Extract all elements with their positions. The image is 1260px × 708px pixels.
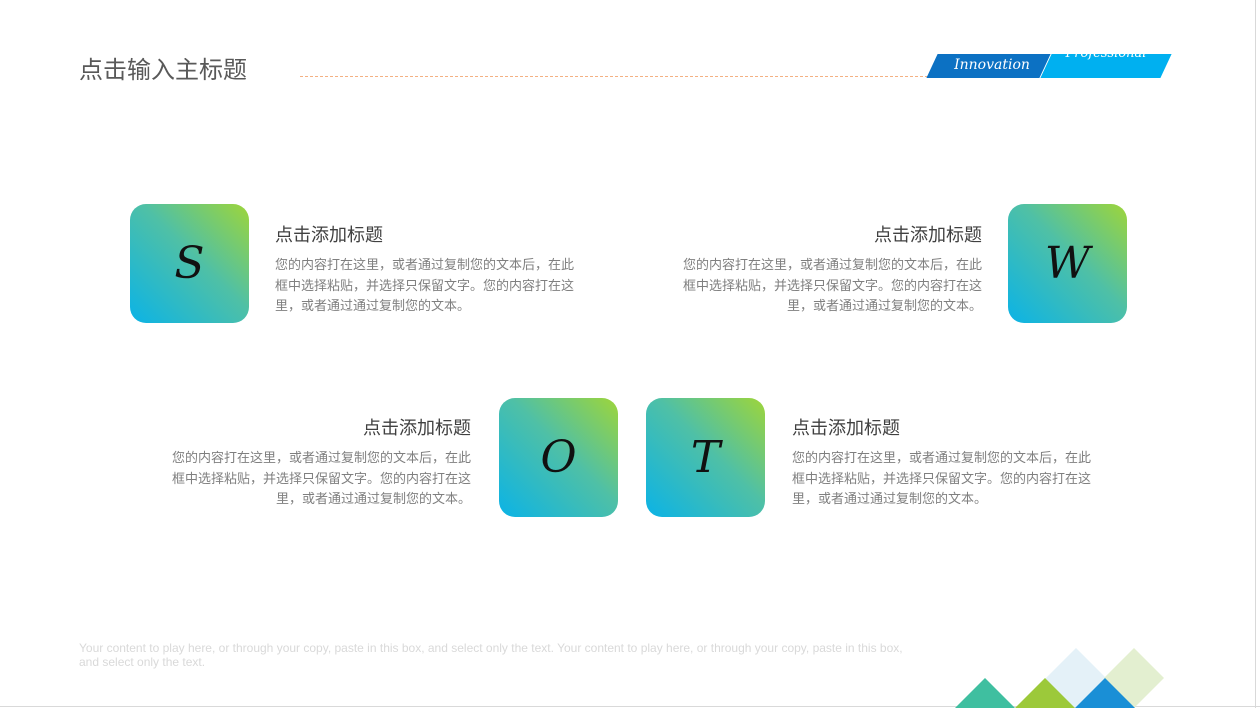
deco-triangle-blue bbox=[1075, 678, 1135, 708]
deco-triangle-teal bbox=[955, 678, 1015, 708]
swot-heading-s: 点击添加标题 bbox=[275, 225, 383, 246]
swot-body-s: 您的内容打在这里，或者通过复制您的文本后，在此框中选择粘贴，并选择只保留文字。您… bbox=[275, 258, 575, 314]
slide-bottom-border bbox=[0, 706, 1260, 707]
triangle-decoration bbox=[955, 648, 1164, 708]
swot-letter-w: W bbox=[1044, 238, 1091, 289]
swot-card-o[interactable]: O bbox=[499, 398, 618, 517]
swot-card-s[interactable]: S bbox=[130, 204, 249, 323]
swot-body-t: 您的内容打在这里，或者通过复制您的文本后，在此框中选择粘贴，并选择只保留文字。您… bbox=[792, 451, 1092, 507]
title-divider bbox=[300, 76, 928, 77]
swot-text-t[interactable]: 点击添加标题 您的内容打在这里，或者通过复制您的文本后，在此框中选择粘贴，并选择… bbox=[792, 414, 1102, 511]
page-title[interactable]: 点击输入主标题 bbox=[79, 56, 247, 84]
swot-heading-o: 点击添加标题 bbox=[363, 418, 471, 439]
swot-card-w[interactable]: W bbox=[1008, 204, 1127, 323]
swot-body-w: 您的内容打在这里，或者通过复制您的文本后，在此框中选择粘贴，并选择只保留文字。您… bbox=[682, 258, 982, 314]
swot-letter-t: T bbox=[690, 432, 721, 483]
swot-letter-o: O bbox=[540, 432, 577, 483]
tag-innovation: Innovation bbox=[954, 57, 1030, 73]
swot-heading-t: 点击添加标题 bbox=[792, 418, 900, 439]
swot-heading-w: 点击添加标题 bbox=[874, 225, 982, 246]
swot-text-s[interactable]: 点击添加标题 您的内容打在这里，或者通过复制您的文本后，在此框中选择粘贴，并选择… bbox=[275, 221, 585, 318]
swot-body-o: 您的内容打在这里，或者通过复制您的文本后，在此框中选择粘贴，并选择只保留文字。您… bbox=[171, 451, 471, 507]
slide-right-border bbox=[1255, 0, 1256, 708]
deco-triangle-green bbox=[1015, 678, 1075, 708]
swot-text-w[interactable]: 点击添加标题 您的内容打在这里，或者通过复制您的文本后，在此框中选择粘贴，并选择… bbox=[675, 221, 982, 318]
tag-professional: Professional bbox=[1065, 46, 1147, 61]
footer-placeholder-text[interactable]: Your content to play here, or through yo… bbox=[79, 641, 903, 669]
swot-text-o[interactable]: 点击添加标题 您的内容打在这里，或者通过复制您的文本后，在此框中选择粘贴，并选择… bbox=[164, 414, 471, 511]
swot-letter-s: S bbox=[174, 238, 205, 289]
swot-card-t[interactable]: T bbox=[646, 398, 765, 517]
